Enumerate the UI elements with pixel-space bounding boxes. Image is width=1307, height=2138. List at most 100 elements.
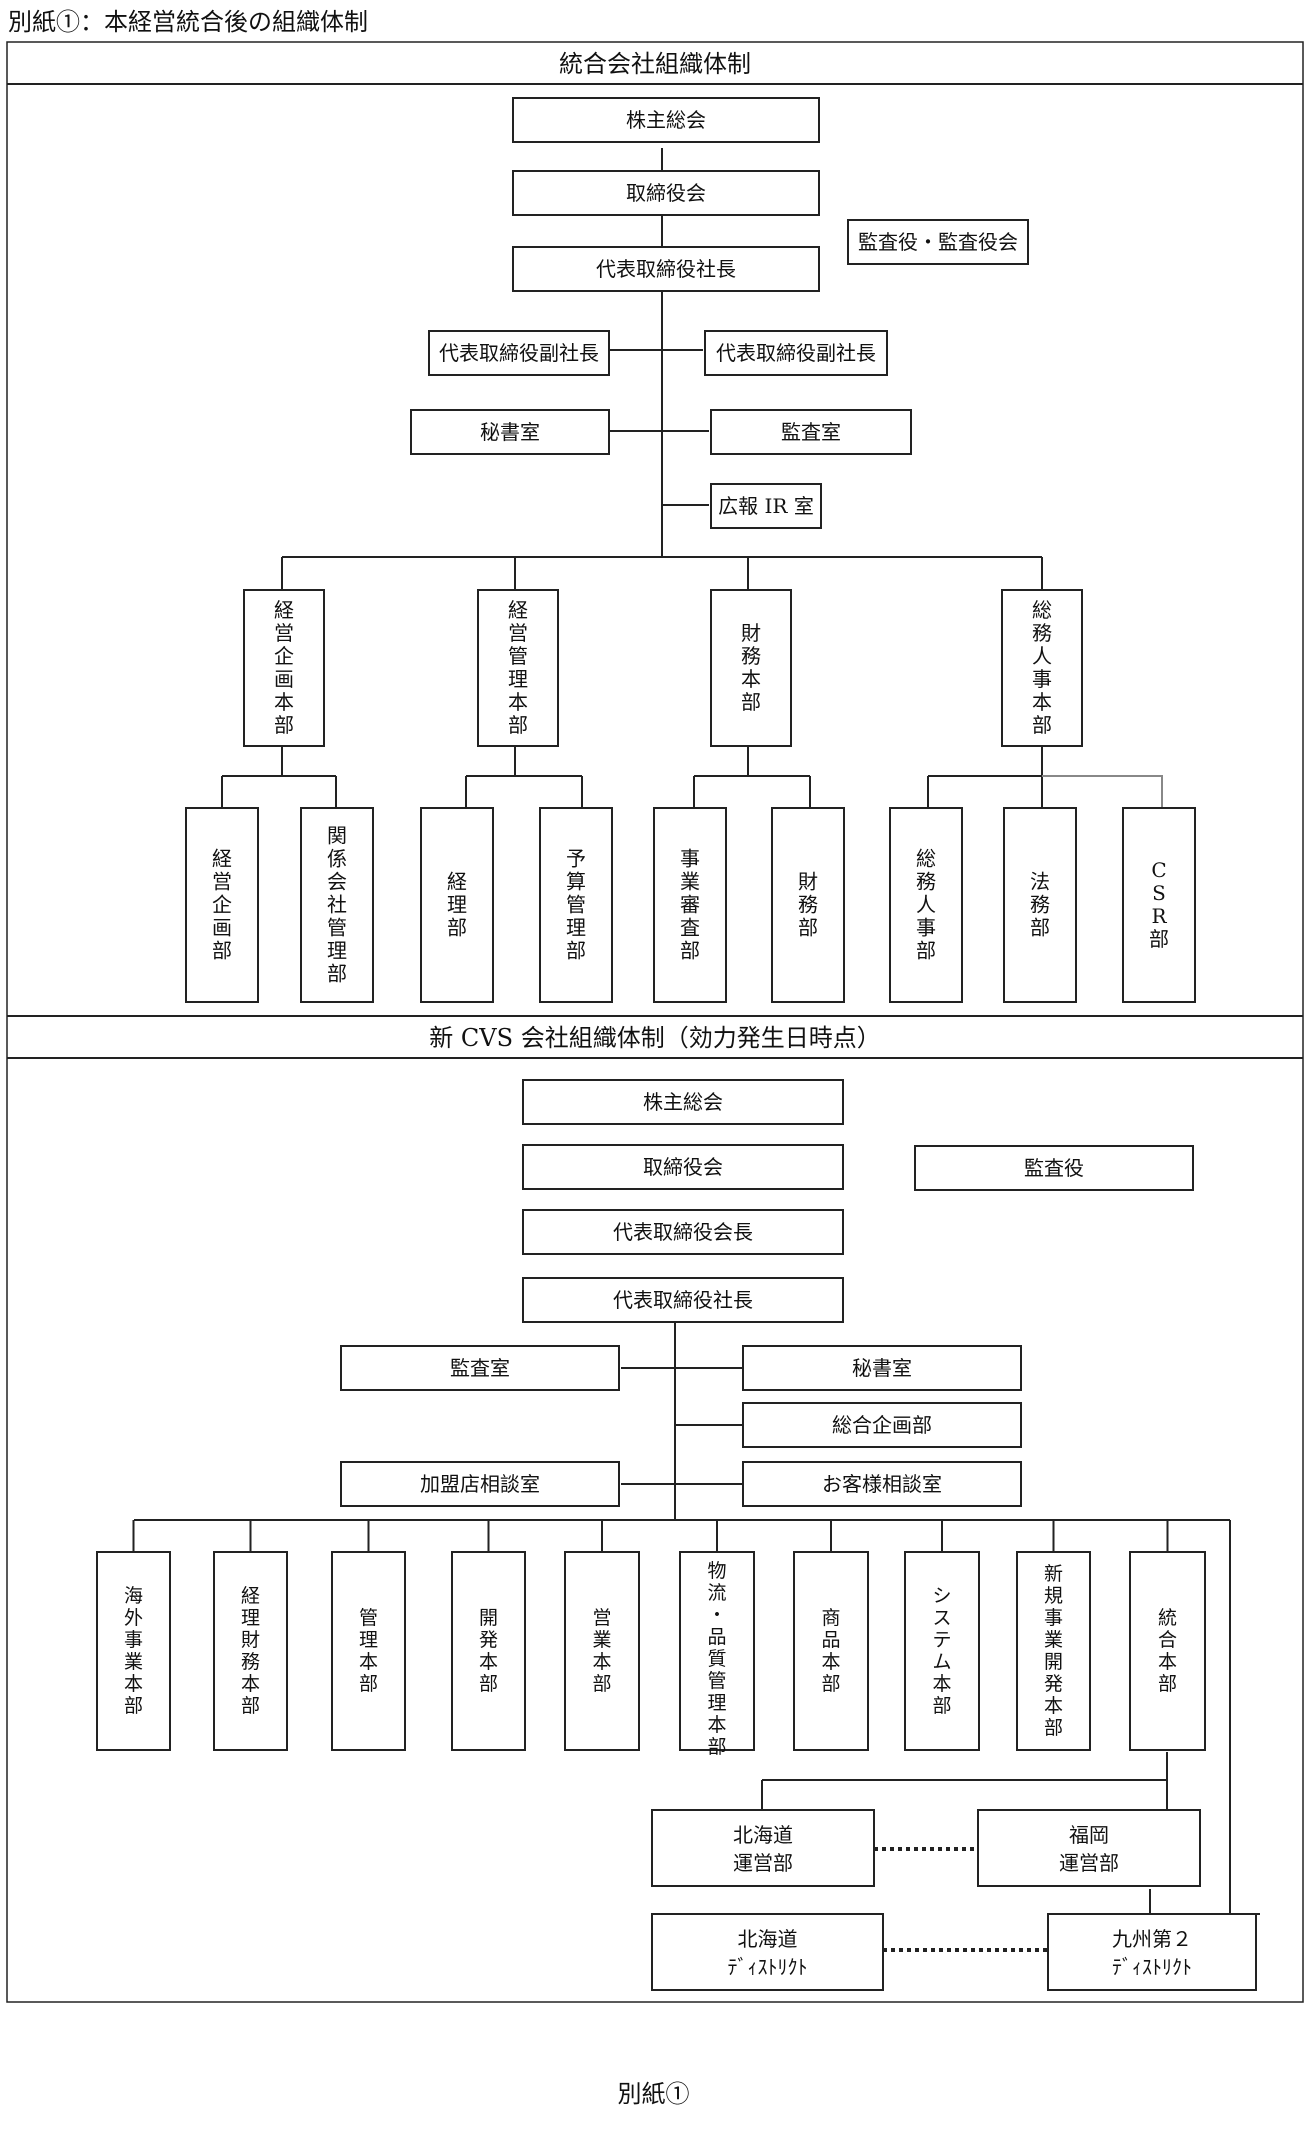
box-department-3-1-char: 業 bbox=[680, 870, 700, 894]
box-department-1-2-char: 関 bbox=[327, 824, 347, 848]
box-division2-6 bbox=[679, 1551, 755, 1751]
box-division2-1-char: 海 bbox=[124, 1585, 143, 1607]
box-department-1-2-char: 係 bbox=[327, 847, 347, 871]
box-department-1-1-char: 企 bbox=[212, 893, 232, 917]
box-department-4-2-char: 法 bbox=[1030, 870, 1050, 894]
box-division2-2-char: 経 bbox=[241, 1585, 260, 1607]
box-division2-5-char: 本 bbox=[592, 1651, 611, 1673]
box-division-3-char: 本 bbox=[741, 667, 761, 691]
box-department-2-1-char: 部 bbox=[447, 916, 467, 940]
box-division2-9-char: 開 bbox=[1044, 1651, 1063, 1673]
box-general-planning bbox=[742, 1402, 1022, 1448]
box-division2-7-char: 品 bbox=[821, 1629, 840, 1651]
box-department-1-2-char: 社 bbox=[327, 893, 347, 917]
box-division2-8-char: 本 bbox=[932, 1673, 951, 1695]
box-department-2-2-char: 部 bbox=[566, 939, 586, 963]
page-title: 別紙①：本経営統合後の組織体制 bbox=[8, 8, 368, 36]
box-division2-8-char: テ bbox=[932, 1629, 951, 1651]
box-department-4-1-char: 人 bbox=[916, 893, 936, 917]
box-division2-2 bbox=[213, 1551, 288, 1751]
box-shareholders-meeting bbox=[512, 97, 820, 143]
box-division2-8-char: ス bbox=[932, 1607, 951, 1629]
box-division-2-char: 経 bbox=[508, 598, 528, 622]
box-department-1-1-char: 営 bbox=[212, 870, 232, 894]
box-division2-6-char: ・ bbox=[707, 1604, 726, 1626]
box-division2-6-char: 本 bbox=[707, 1714, 726, 1736]
box-division2-5 bbox=[564, 1551, 640, 1751]
box-division-2-char: 営 bbox=[508, 621, 528, 645]
box-department-3-1-char: 事 bbox=[680, 847, 700, 871]
box-division2-5-char: 業 bbox=[592, 1629, 611, 1651]
box-kyushu-district bbox=[1047, 1913, 1257, 1991]
box-department-3-1-char: 部 bbox=[680, 939, 700, 963]
box-kyushu-district-label: 九州第２ bbox=[1112, 1927, 1192, 1951]
box-department-4-1-char: 事 bbox=[916, 916, 936, 940]
box-division-1-char: 企 bbox=[274, 644, 294, 668]
box-president-label: 代表取締役社長 bbox=[596, 257, 736, 281]
box-pr-ir-office-label: 広報 IR 室 bbox=[718, 494, 814, 518]
box-department-4-2-char: 部 bbox=[1030, 916, 1050, 940]
box-division2-6-char: 品 bbox=[707, 1626, 726, 1648]
box-vice-president-left-label: 代表取締役副社長 bbox=[439, 341, 599, 365]
box-shareholders-meeting-label: 株主総会 bbox=[626, 108, 706, 132]
box-division2-10 bbox=[1129, 1551, 1206, 1751]
box-president bbox=[512, 246, 820, 292]
box-division2-3-char: 管 bbox=[359, 1607, 378, 1629]
box-vice-president-left bbox=[428, 330, 610, 376]
box-division2-9-char: 部 bbox=[1044, 1717, 1063, 1739]
box-shareholders-meeting-2 bbox=[522, 1079, 844, 1125]
box-division2-9-char: 事 bbox=[1044, 1607, 1063, 1629]
box-president-2-label: 代表取締役社長 bbox=[613, 1288, 753, 1312]
box-division-2-char: 本 bbox=[508, 690, 528, 714]
box-division2-6-char: 管 bbox=[707, 1670, 726, 1692]
box-division-4 bbox=[1001, 589, 1083, 747]
outer-frame bbox=[6, 41, 1304, 2003]
box-division2-10-char: 統 bbox=[1158, 1607, 1177, 1629]
box-kyushu-district-label: ﾃﾞｨｽﾄﾘｸﾄ bbox=[1112, 1955, 1192, 1979]
box-hokkaido-district-label: ﾃﾞｨｽﾄﾘｸﾄ bbox=[728, 1955, 808, 1979]
box-department-4-3-char: C bbox=[1151, 858, 1166, 882]
section2-header: 新 CVS 会社組織体制（効力発生日時点） bbox=[429, 1024, 880, 1052]
box-division2-6-char: 理 bbox=[707, 1692, 726, 1714]
box-division2-6-char: 部 bbox=[707, 1736, 726, 1758]
box-division2-10-char: 部 bbox=[1158, 1673, 1177, 1695]
box-division2-5-char: 部 bbox=[592, 1673, 611, 1695]
box-division-4-char: 人 bbox=[1032, 644, 1052, 668]
box-board-of-directors bbox=[512, 170, 820, 216]
box-department-4-3-char: S bbox=[1152, 881, 1166, 905]
box-department-3-2-char: 財 bbox=[798, 870, 818, 894]
box-division2-2-char: 財 bbox=[241, 1629, 260, 1651]
box-audit-office-2 bbox=[340, 1345, 620, 1391]
box-department-2-1-char: 理 bbox=[447, 893, 467, 917]
box-vice-president-right-label: 代表取締役副社長 bbox=[716, 341, 876, 365]
box-fukuoka-operations bbox=[977, 1809, 1201, 1887]
box-department-4-1-char: 部 bbox=[916, 939, 936, 963]
box-department-1-2-char: 管 bbox=[327, 916, 347, 940]
box-pr-ir-office bbox=[710, 483, 822, 529]
box-division2-9-char: 規 bbox=[1044, 1585, 1063, 1607]
box-division-1-char: 経 bbox=[274, 598, 294, 622]
box-auditor-2-label: 監査役 bbox=[1024, 1156, 1084, 1180]
box-secretary-office-label: 秘書室 bbox=[480, 420, 540, 444]
box-division2-4-char: 部 bbox=[479, 1673, 498, 1695]
box-department-1-1 bbox=[185, 807, 259, 1003]
box-division2-4-char: 本 bbox=[479, 1651, 498, 1673]
box-division2-8-char: 部 bbox=[932, 1695, 951, 1717]
box-department-4-2-char: 務 bbox=[1030, 893, 1050, 917]
box-division2-9-char: 発 bbox=[1044, 1673, 1063, 1695]
box-department-3-2-char: 務 bbox=[798, 893, 818, 917]
section1-header: 統合会社組織体制 bbox=[559, 50, 751, 78]
box-division2-3-char: 理 bbox=[359, 1629, 378, 1651]
box-division-4-char: 事 bbox=[1032, 667, 1052, 691]
box-division2-2-char: 理 bbox=[241, 1607, 260, 1629]
box-division2-9 bbox=[1016, 1551, 1091, 1751]
box-audit-office-label: 監査室 bbox=[781, 420, 841, 444]
box-auditor-2 bbox=[914, 1145, 1194, 1191]
box-division-3-char: 部 bbox=[741, 690, 761, 714]
box-division2-6-char: 物 bbox=[707, 1560, 726, 1582]
box-audit-office-2-label: 監査室 bbox=[450, 1356, 510, 1380]
box-division2-6-char: 流 bbox=[707, 1582, 726, 1604]
box-division-1-char: 画 bbox=[274, 667, 294, 691]
box-franchise-consultation bbox=[340, 1461, 620, 1507]
